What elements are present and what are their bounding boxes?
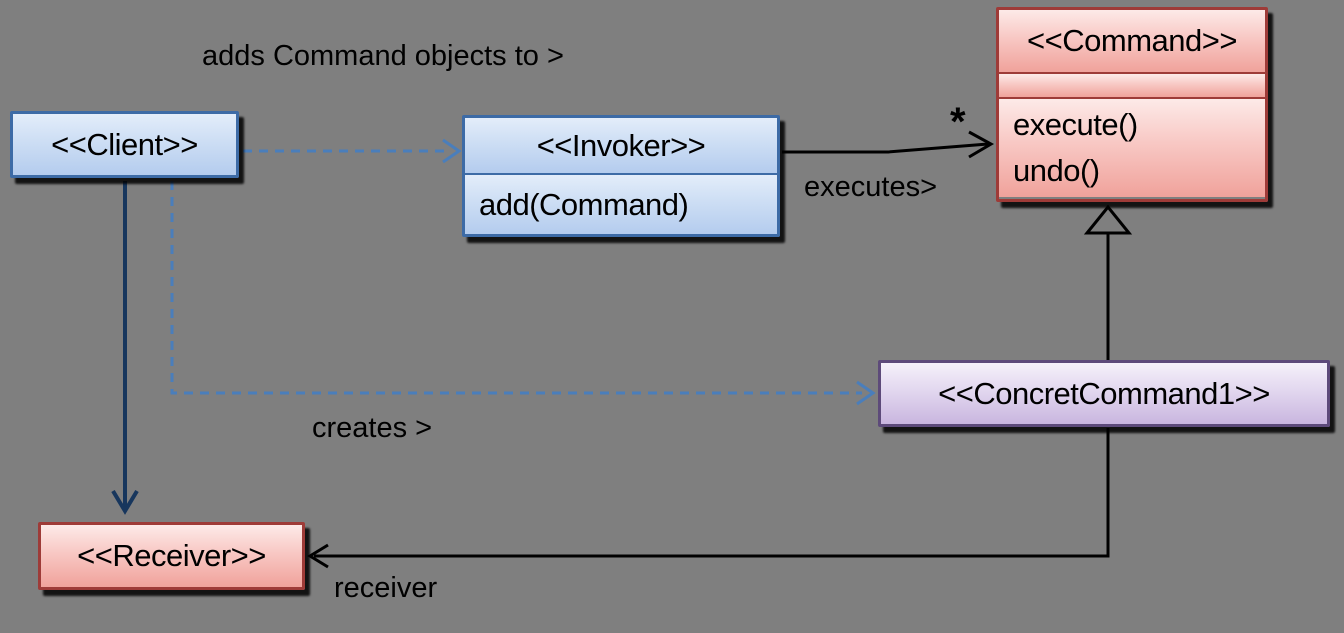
- dependency-arrow-client-to-invoker: [243, 138, 462, 164]
- edge-label-multiplicity-star: *: [950, 100, 966, 144]
- class-command: <<Command>> execute() undo(): [996, 7, 1268, 202]
- class-command-attributes-empty: [999, 72, 1265, 97]
- class-concretecommand1: <<ConcretCommand1>>: [878, 360, 1330, 427]
- dependency-arrow-client-to-concretecommand: [170, 181, 876, 406]
- class-client: <<Client>>: [10, 111, 239, 178]
- association-arrow-client-to-receiver: [111, 181, 139, 515]
- class-invoker-method: add(Command): [465, 173, 777, 234]
- edge-label-creates: creates >: [312, 412, 433, 444]
- association-arrow-concretecommand-to-receiver: [307, 428, 1110, 569]
- class-command-name: <<Command>>: [999, 10, 1265, 72]
- edge-label-executes: executes>: [804, 171, 938, 203]
- class-concretecommand1-name: <<ConcretCommand1>>: [881, 363, 1327, 424]
- association-arrow-invoker-to-command: [782, 130, 995, 159]
- class-invoker: <<Invoker>> add(Command): [462, 115, 780, 237]
- class-command-method-undo: undo(): [1013, 153, 1100, 188]
- class-command-method-execute: execute(): [1013, 107, 1138, 142]
- class-invoker-name: <<Invoker>>: [465, 118, 777, 173]
- class-receiver-name: <<Receiver>>: [41, 525, 302, 587]
- inheritance-arrow-concretecommand-to-command: [1083, 204, 1133, 360]
- edge-label-receiver: receiver: [334, 572, 438, 604]
- class-client-name: <<Client>>: [13, 114, 236, 175]
- edge-label-adds-command-objects: adds Command objects to >: [202, 40, 564, 72]
- class-receiver: <<Receiver>>: [38, 522, 305, 590]
